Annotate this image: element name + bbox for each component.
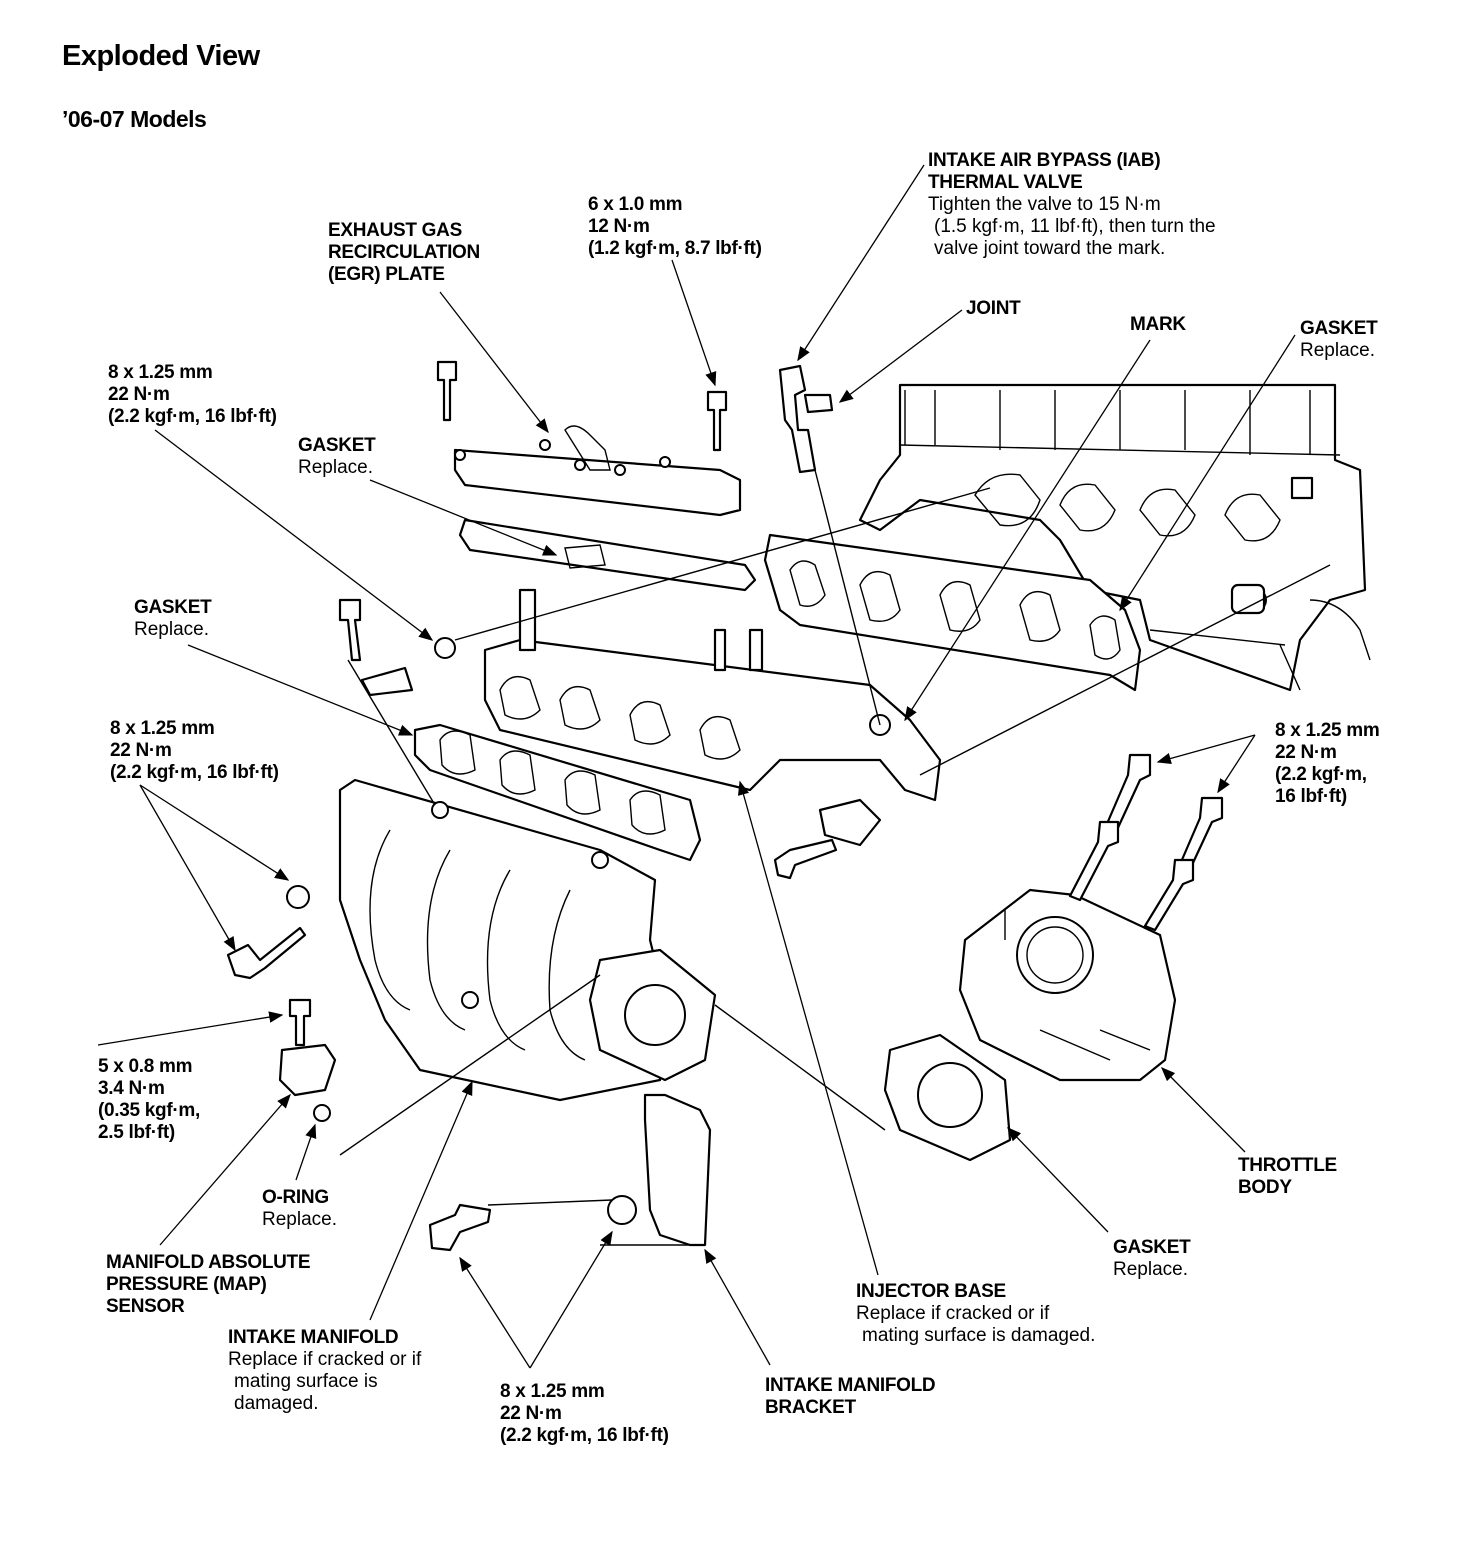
leader-lines (97, 164, 1331, 1369)
bolt-5x08-label: 5 x 0.8 mm 3.4 N·m (0.35 kgf·m, 2.5 lbf·… (98, 1056, 200, 1143)
throttle-gasket (883, 1033, 1012, 1162)
egr-gasket (458, 518, 757, 592)
map-sensor-label: MANIFOLD ABSOLUTE PRESSURE (MAP) SENSOR (106, 1252, 311, 1317)
joint-label: JOINT (966, 298, 1021, 319)
egr-plate (436, 360, 742, 517)
bolt-8x125-left-label: 8 x 1.25 mm 22 N·m (2.2 kgf·m, 16 lbf·ft… (110, 718, 279, 783)
map-sensor-assembly (278, 998, 337, 1122)
manifold-bracket (428, 1093, 712, 1252)
injector-base-label: INJECTOR BASE Replace if cracked or if m… (856, 1281, 1096, 1346)
bolt-8x125-bottom-label: 8 x 1.25 mm 22 N·m (2.2 kgf·m, 16 lbf·ft… (500, 1381, 669, 1446)
page-title: Exploded View (62, 40, 260, 72)
bolt-8x125-topleft-label: 8 x 1.25 mm 22 N·m (2.2 kgf·m, 16 lbf·ft… (108, 362, 277, 427)
egr-plate-label: EXHAUST GAS RECIRCULATION (EGR) PLATE (328, 220, 480, 285)
bolt-8x125-right-label: 8 x 1.25 mm 22 N·m (2.2 kgf·m, 16 lbf·ft… (1275, 720, 1380, 807)
mark-label: MARK (1130, 314, 1186, 335)
intake-manifold-gasket (413, 723, 702, 862)
iab-thermal-valve (778, 364, 834, 474)
left-fasteners (226, 598, 456, 980)
manifold-bracket-label: INTAKE MANIFOLD BRACKET (765, 1375, 936, 1418)
throttle-body-label: THROTTLE BODY (1238, 1155, 1337, 1198)
gasket-left-label: GASKET Replace. (134, 597, 212, 640)
gasket-throttle-label: GASKET Replace. (1113, 1237, 1191, 1280)
injector-base (483, 588, 942, 880)
iab-valve-label: INTAKE AIR BYPASS (IAB) THERMAL VALVE Ti… (928, 150, 1216, 259)
gasket-egr-label: GASKET Replace. (298, 435, 376, 478)
throttle-bolts (1068, 753, 1224, 932)
cylinder-head (858, 383, 1371, 692)
bolt-6x1-torque-label: 6 x 1.0 mm 12 N·m (1.2 kgf·m, 8.7 lbf·ft… (588, 194, 762, 259)
o-ring-label: O-RING Replace. (262, 1187, 337, 1230)
intake-manifold (338, 778, 667, 1102)
intake-manifold-label: INTAKE MANIFOLD Replace if cracked or if… (228, 1327, 422, 1414)
throttle-flange-gasket (588, 948, 717, 1082)
gasket-right-label: GASKET Replace. (1300, 318, 1378, 361)
model-years-subtitle: ’06-07 Models (62, 106, 207, 132)
throttle-body (958, 888, 1177, 1082)
manifold-gasket-right (763, 533, 1142, 692)
